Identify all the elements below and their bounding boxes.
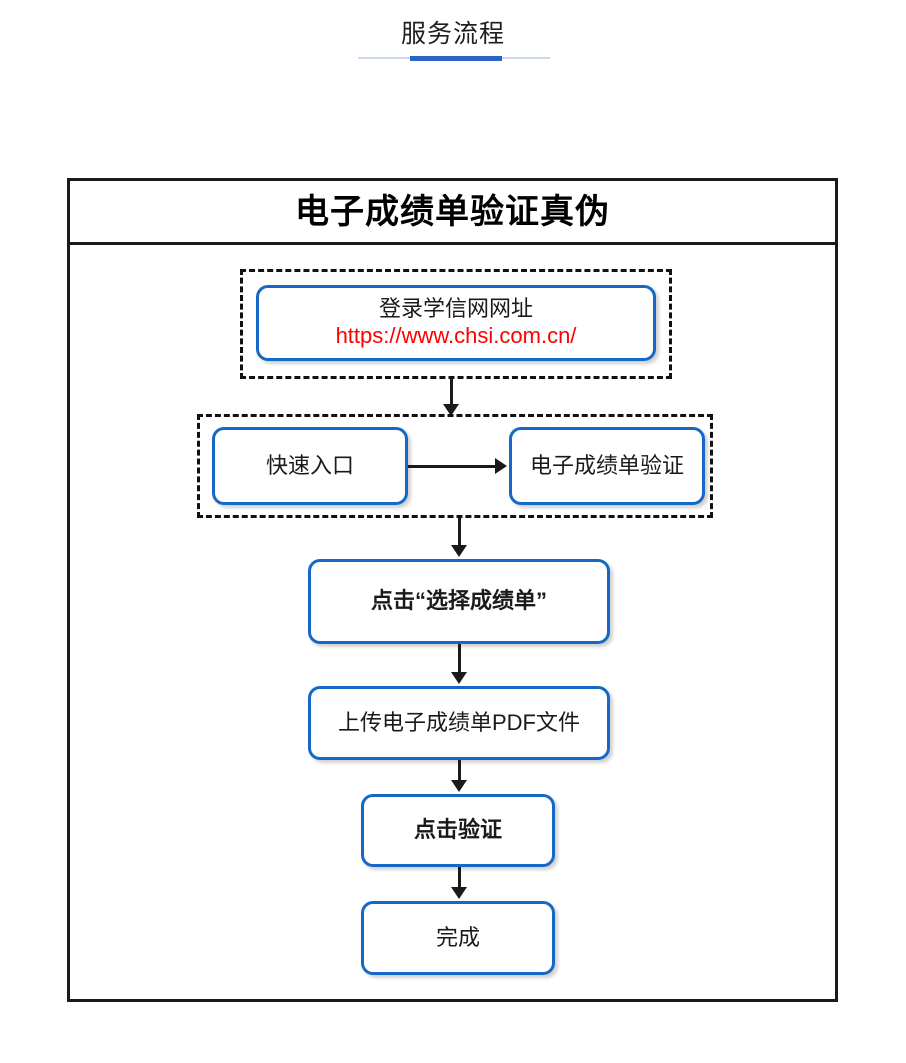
node-login[interactable]: 登录学信网网址 https://www.chsi.com.cn/ xyxy=(256,285,656,361)
node-transcript-verify-label: 电子成绩单验证 xyxy=(529,452,684,478)
node-quick-entry[interactable]: 快速入口 xyxy=(212,427,408,505)
dashed-group-login xyxy=(240,269,672,379)
node-done-label: 完成 xyxy=(435,924,480,950)
node-click-verify-label: 点击验证 xyxy=(413,817,502,843)
page-header: 服务流程 xyxy=(0,0,906,80)
node-click-verify[interactable]: 点击验证 xyxy=(361,794,555,867)
node-upload-pdf[interactable]: 上传电子成绩单PDF文件 xyxy=(308,686,610,760)
node-transcript-verify[interactable]: 电子成绩单验证 xyxy=(509,427,705,505)
node-quick-entry-label: 快速入口 xyxy=(265,452,354,478)
dashed-group-entry xyxy=(197,414,713,518)
node-select-transcript[interactable]: 点击“选择成绩单” xyxy=(308,559,610,644)
node-select-transcript-label: 点击“选择成绩单” xyxy=(370,588,547,614)
node-done[interactable]: 完成 xyxy=(361,901,555,975)
page-title: 服务流程 xyxy=(400,20,505,48)
node-login-url[interactable]: https://www.chsi.com.cn/ xyxy=(335,323,577,348)
flowchart-frame: 电子成绩单验证真伪 登录学信网网址 https://www.chsi.com.c… xyxy=(67,178,838,1002)
node-login-label: 登录学信网网址 xyxy=(378,296,533,322)
node-upload-pdf-label: 上传电子成绩单PDF文件 xyxy=(337,709,580,735)
header-rule-accent xyxy=(410,56,502,61)
flowchart-title: 电子成绩单验证真伪 xyxy=(70,181,835,245)
